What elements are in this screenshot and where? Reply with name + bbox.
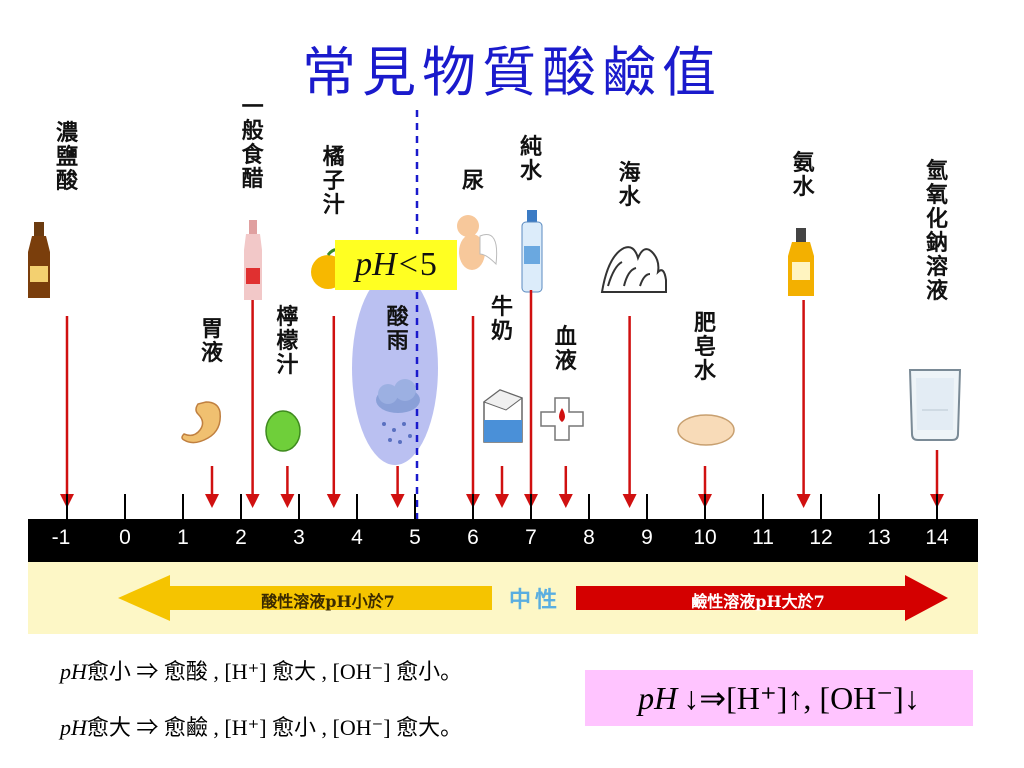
tick-label: 7 [525, 526, 537, 549]
note-1-text: 愈小 ⇒ 愈酸 , [H⁺] 愈大 , [OH⁻] 愈小。 [86, 659, 463, 684]
milk-carton-icon [482, 389, 524, 443]
soap-icon [677, 414, 735, 446]
hcl-bottle-icon [28, 222, 50, 298]
acid-rain-ellipse [352, 271, 438, 465]
ph-pointer-arrow [280, 466, 295, 508]
vinegar-bottle-icon [244, 220, 262, 300]
ph-pointer-arrow [60, 316, 74, 508]
scale-marks [66, 494, 938, 519]
tick-label: 9 [641, 526, 653, 549]
ph-pointer-arrow [524, 290, 538, 508]
note-2-text: 愈大 ⇒ 愈鹼 , [H⁺] 愈小 , [OH⁻] 愈大。 [86, 715, 463, 740]
acid-band-label: 酸性溶液pH小於7 [261, 592, 395, 611]
substance-label: 尿 [461, 169, 484, 194]
tick-label: 8 [583, 526, 595, 549]
acid-rain-threshold-box: pH < 5 [335, 240, 457, 290]
tick-label: 10 [693, 526, 717, 549]
substance-label: 海 水 [618, 161, 641, 210]
ph-pointer-arrow [558, 466, 573, 508]
medical-cross-icon [540, 397, 584, 441]
ph-pointer-arrow [245, 300, 260, 508]
tick-label: 12 [809, 526, 833, 549]
substance-label: 血 液 [554, 325, 577, 374]
tick-label: 5 [409, 526, 421, 549]
stomach-icon [181, 401, 221, 444]
summary-box: pH↓⇒[H⁺]↑, [OH⁻]↓ [585, 670, 973, 726]
substance-label: 一 般 食 醋 [241, 95, 264, 192]
summary-text: ↓⇒[H⁺]↑, [OH⁻]↓ [683, 680, 920, 716]
ph-pointer-arrow [205, 466, 219, 508]
tick-label: 11 [752, 526, 774, 549]
acid-band-arrow [118, 575, 492, 621]
ammonia-bottle-icon [788, 228, 814, 296]
rain-cloud-icon [376, 379, 420, 444]
threshold-op: < [398, 246, 418, 283]
summary-ph: pH [638, 679, 678, 716]
note-line-1: pH愈小 ⇒ 愈酸 , [H⁺] 愈大 , [OH⁻] 愈小。 [60, 654, 462, 686]
threshold-ph: pH [355, 246, 397, 283]
tick-label: 0 [119, 526, 131, 549]
neutral-label: 中性 [508, 588, 561, 613]
substance-label: 氫 氧 化 鈉 溶 液 [925, 159, 948, 304]
ph-pointer-arrow [466, 316, 480, 508]
tick-label: 6 [467, 526, 479, 549]
beaker-icon [908, 369, 962, 441]
ph-pointer-arrow [495, 466, 509, 508]
substance-label: 濃 鹽 酸 [55, 121, 78, 194]
substance-label: 肥 皂 水 [693, 311, 716, 384]
substance-label: 檸 檬 汁 [276, 305, 299, 378]
substance-label: 橘 子 汁 [322, 145, 345, 218]
note-2-ph: pH [60, 715, 87, 740]
wave-icon [600, 246, 667, 293]
lemon-icon [265, 410, 301, 452]
threshold-num: 5 [419, 246, 437, 283]
tick-label: -1 [51, 526, 71, 549]
tick-label: 13 [867, 526, 891, 549]
tick-label: 4 [351, 526, 363, 549]
substance-label: 胃 液 [200, 317, 223, 366]
tick-label: 1 [177, 526, 189, 549]
angel-icon [457, 215, 498, 270]
substance-label: 純 水 [519, 135, 542, 184]
tick-label: 2 [235, 526, 247, 549]
ph-scale-bar [28, 519, 978, 562]
tick-label: 14 [925, 526, 949, 549]
base-band-arrow [576, 575, 948, 621]
ph-arrows [60, 290, 944, 508]
substance-label: 牛 奶 [490, 295, 513, 344]
ph-pointer-arrow [796, 300, 811, 508]
note-line-2: pH愈大 ⇒ 愈鹼 , [H⁺] 愈小 , [OH⁻] 愈大。 [60, 710, 462, 742]
substance-label: 氨 水 [792, 151, 815, 200]
ph-pointer-arrow [622, 316, 637, 508]
base-band-label: 鹼性溶液pH大於7 [691, 592, 825, 611]
water-bottle-icon [521, 210, 543, 293]
ph-pointer-arrow [390, 466, 405, 508]
page-title: 常見物質酸鹼值 [302, 41, 722, 104]
substance-label: 酸 雨 [386, 305, 409, 354]
note-1-ph: pH [60, 659, 87, 684]
tick-label: 3 [293, 526, 305, 549]
ph-pointer-arrow [326, 316, 341, 508]
